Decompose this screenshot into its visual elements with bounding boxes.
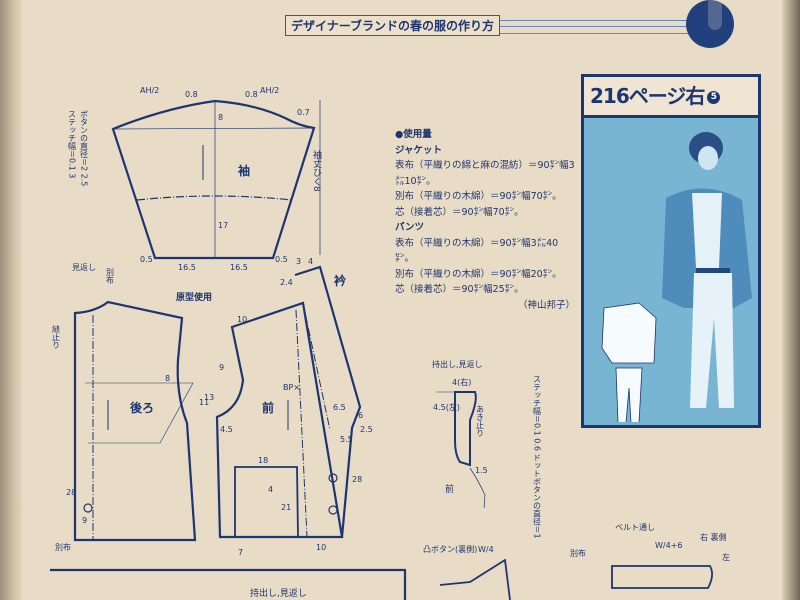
page-title: デザイナーブランドの春の服の作り方 <box>285 15 501 36</box>
dim-label: 18 <box>258 456 268 465</box>
dim-label: 4 <box>268 485 273 494</box>
dim-label: 6 <box>358 411 363 420</box>
bottom-patterns: 持出し,見返し 凸ボタン(裏側) W/4 ベルト通し W/4+6 右 裏側 左 … <box>50 522 730 600</box>
dim-label: 0.5 <box>140 255 153 264</box>
model-photo <box>601 132 752 422</box>
dim-label: 10 <box>316 543 326 552</box>
bp-mark: BP× <box>283 383 300 392</box>
back-label: 後ろ <box>130 400 154 415</box>
header-rule <box>285 20 725 34</box>
page-edge <box>782 0 800 600</box>
dim-label: 0.8 <box>185 90 198 99</box>
right-back-label: 右 裏側 <box>700 532 727 542</box>
dim-label: 4 <box>308 257 313 266</box>
material-line: 別布（平織りの木綿）＝90㌢幅70㌢。 <box>395 191 562 202</box>
material-line: 別布（平織りの木綿）＝90㌢幅20㌢。 <box>395 268 562 280</box>
separate-fabric-label: 別布 <box>106 268 115 285</box>
dim-label: 6.5 <box>333 403 346 412</box>
facing-label: 見返し <box>72 263 96 272</box>
dim-label: 28 <box>66 488 76 497</box>
dim-label: 0.5 <box>275 255 288 264</box>
front-bodice-pattern: 前 衿 BP× 10 9 13 4.5 18 21 4 28 10 6.5 6 … <box>204 257 373 557</box>
jacket-heading: ジャケット <box>395 144 443 156</box>
dim-label: 8 <box>218 113 223 122</box>
header-bar: デザイナーブランドの春の服の作り方 <box>285 15 725 37</box>
button-note: ボタンの直径＝2 2.5 <box>80 110 89 186</box>
dim-label: 28 <box>352 475 362 484</box>
rabbit-badge-icon: 5 <box>707 91 721 104</box>
hem-stop-label: 縫止り <box>52 324 61 349</box>
dim-label: 0.8 <box>245 90 258 99</box>
sleeve-length-note: 袖丈ひく8 <box>311 149 322 192</box>
placket-pattern: 持出し,見返し 4(右) 4.5(左) あき止り 1.5 前 ステッチ幅＝0.1… <box>432 359 542 539</box>
left-label: 左 <box>722 552 730 562</box>
dim-label: AH/2 <box>140 86 159 95</box>
page-binding-shadow <box>0 0 22 600</box>
front-label: 前 <box>262 400 274 415</box>
dim-label: 11 <box>199 398 209 407</box>
materials-list: ●使用量 ジャケット 表布（平織りの綿と麻の混紡）＝90㌢幅3㍍10㌢。 別布（… <box>395 127 575 313</box>
material-line: 表布（平織りの綿と麻の混紡）＝90㌢幅3㍍10㌢。 <box>395 160 575 187</box>
belt-loop-label: ベルト通し <box>615 522 655 532</box>
dim-label: W/4 <box>478 545 494 554</box>
page-reference: 216ページ右 <box>590 84 705 108</box>
dim-label: 10 <box>237 315 247 324</box>
pants-heading: パンツ <box>395 222 424 233</box>
dim-label: 1.5 <box>475 466 488 475</box>
dim-label: 17 <box>218 221 228 230</box>
placket-label: 持出し,見返し <box>432 359 483 369</box>
separate-fabric-label: 別布 <box>55 542 71 552</box>
dim-label: 8 <box>165 374 170 383</box>
dim-label: 2.5 <box>360 425 373 434</box>
front-small-label: 前 <box>445 483 454 495</box>
sleeve-label: 袖 <box>238 163 250 178</box>
dim-label: 0.7 <box>297 108 310 117</box>
designer-credit: （神山邦子） <box>517 299 575 311</box>
dim-label: 7 <box>238 548 243 557</box>
snap-note: 凸ボタン(裏側) <box>423 544 477 554</box>
dim-label: 13 <box>204 393 214 402</box>
dim-label: 21 <box>281 503 291 512</box>
dim-label: 4(右) <box>452 377 471 387</box>
material-line: 芯（接着芯）＝90㌢幅70㌢。 <box>395 206 524 218</box>
sleeve-pattern: 袖 AH/2 AH/2 0.8 0.8 0.7 8 17 16.5 16.5 0… <box>68 86 322 272</box>
material-line: 表布（平織りの木綿）＝90㌢幅3㍍40㌢。 <box>395 237 559 265</box>
dot-button-note: ステッチ幅＝0.1 0.6 ドットボタンの直径＝1 <box>533 375 542 539</box>
stitch-note: ステッチ幅＝0.1 3 <box>68 110 77 178</box>
dim-label: 2.4 <box>280 278 293 287</box>
back-bodice-pattern: 後ろ 見返し 別布 縫止り 原型使用 28 11 8 9 別布 <box>52 263 213 552</box>
dim-label: 3 <box>296 257 301 266</box>
material-line: 芯（接着芯）＝90㌢幅25㌢。 <box>395 284 524 295</box>
dim-label: 4.5 <box>220 425 233 434</box>
separate-fabric-label: 別布 <box>570 548 586 558</box>
collar-label: 衿 <box>334 273 346 288</box>
dim-label: 5.5 <box>340 435 353 444</box>
dim-label: 16.5 <box>230 263 248 272</box>
materials-heading: ●使用量 <box>395 129 432 140</box>
base-pattern-label: 原型使用 <box>176 291 212 303</box>
dim-label: 9 <box>219 363 224 372</box>
dim-label: AH/2 <box>260 86 279 95</box>
placket-bottom-label: 持出し,見返し <box>250 587 307 599</box>
dim-label: 16.5 <box>178 263 196 272</box>
sewing-logo-icon <box>686 0 734 48</box>
opening-end-label: あき止り <box>476 405 485 437</box>
dim-label: 4.5(左) <box>433 402 460 412</box>
dim-label: 9 <box>82 516 87 525</box>
dim-label: W/4+6 <box>655 541 683 550</box>
